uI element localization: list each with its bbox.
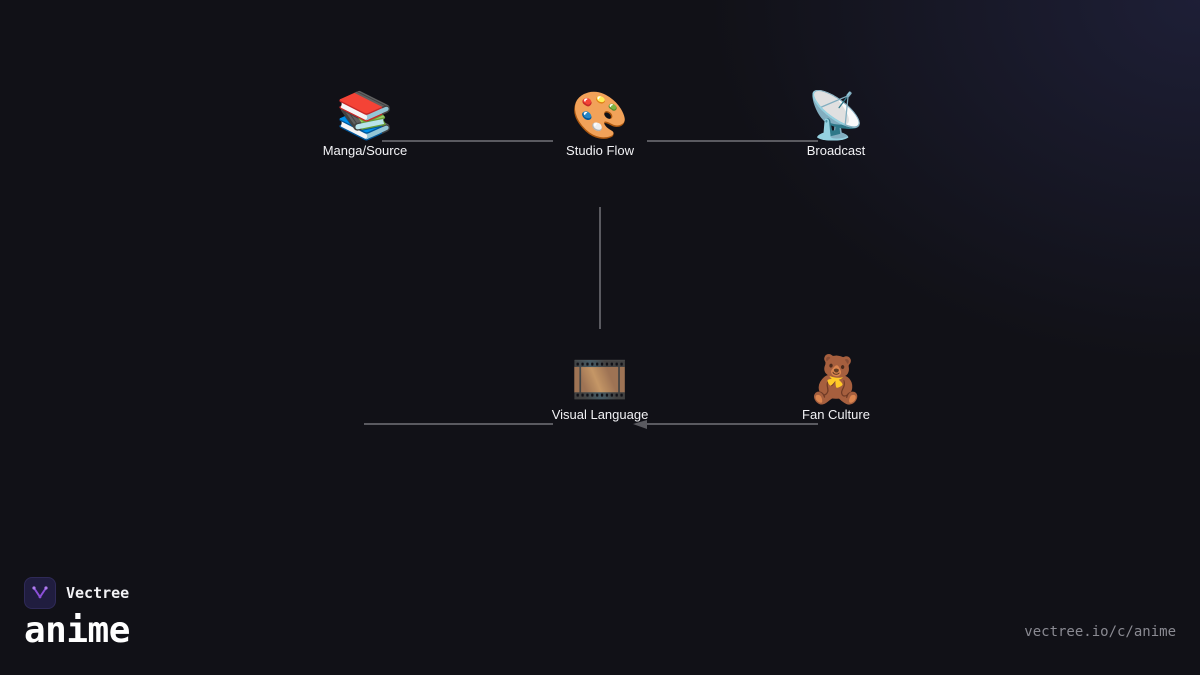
node-label: Broadcast [806, 143, 866, 158]
brand: Vectree [24, 577, 129, 609]
node-studio-flow[interactable]: 🎨 Studio Flow [530, 88, 670, 158]
node-fan-culture[interactable]: 🧸 Fan Culture [766, 352, 906, 422]
books-icon: 📚 [336, 88, 394, 142]
node-broadcast[interactable]: 📡 Broadcast [766, 88, 906, 158]
node-label: Fan Culture [802, 407, 870, 422]
brand-name: Vectree [66, 584, 130, 602]
node-manga-source[interactable]: 📚 Manga/Source [295, 88, 435, 158]
arrowhead-fan-visual [633, 420, 647, 429]
film-frames-icon: 🎞️ [571, 352, 629, 406]
page-title: anime [24, 610, 130, 651]
node-label: Visual Language [551, 407, 649, 422]
source-url[interactable]: vectree.io/c/anime [1024, 624, 1176, 640]
node-label: Manga/Source [322, 143, 408, 158]
node-visual-language[interactable]: 🎞️ Visual Language [530, 352, 670, 422]
vectree-logo-icon [24, 577, 56, 609]
satellite-antenna-icon: 📡 [807, 88, 865, 142]
palette-icon: 🎨 [571, 88, 629, 142]
teddy-bear-icon: 🧸 [807, 352, 865, 406]
node-label: Studio Flow [566, 143, 634, 158]
